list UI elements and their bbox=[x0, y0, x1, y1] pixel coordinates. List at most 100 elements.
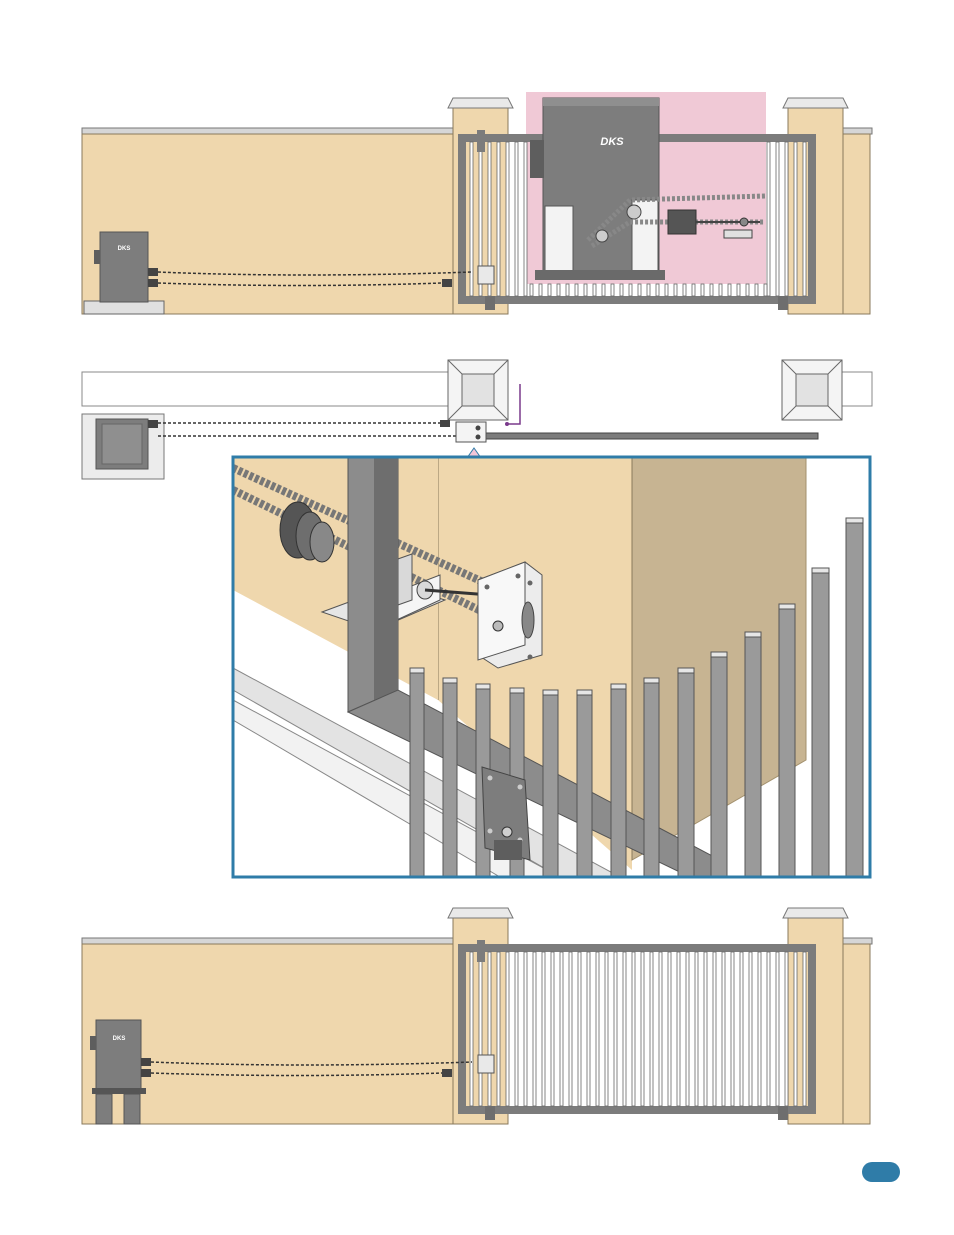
gate-picket bbox=[677, 952, 680, 1106]
gate-picket bbox=[506, 952, 509, 1106]
gate-picket bbox=[749, 952, 752, 1106]
gate-picket bbox=[650, 952, 653, 1106]
gate-picket bbox=[665, 284, 668, 296]
wall-cap-left bbox=[82, 128, 454, 134]
operator-plan bbox=[82, 414, 164, 479]
gate-picket bbox=[722, 952, 725, 1106]
gate-picket-detail bbox=[846, 518, 863, 877]
gate-picket bbox=[638, 284, 641, 296]
pillar-plan-left bbox=[448, 360, 508, 420]
gate-picket bbox=[614, 952, 617, 1106]
gate-picket bbox=[470, 952, 473, 1106]
gate-picket bbox=[803, 142, 806, 296]
gate-picket bbox=[713, 952, 716, 1106]
gate-picket bbox=[560, 952, 563, 1106]
gate-picket bbox=[704, 952, 707, 1106]
chain-bracket-plan bbox=[456, 422, 486, 442]
gate-picket-cap bbox=[644, 678, 659, 683]
gate-picket bbox=[776, 952, 779, 1106]
gate-picket bbox=[746, 284, 749, 296]
gate-picket bbox=[785, 142, 788, 296]
gate-picket bbox=[683, 284, 686, 296]
gate-picket bbox=[569, 952, 572, 1106]
gate-picket bbox=[515, 952, 518, 1106]
gate-picket bbox=[668, 952, 671, 1106]
panel-elevation-pad-mount: DKS DKS bbox=[82, 92, 872, 314]
leader-line bbox=[507, 384, 520, 424]
pillar-cap-left-2 bbox=[448, 908, 513, 918]
gate-picket bbox=[785, 952, 788, 1106]
gate-picket bbox=[695, 952, 698, 1106]
chain-bracket-detail bbox=[478, 562, 542, 668]
pillar-cap-left bbox=[448, 98, 513, 108]
v-groove-wheel-detail bbox=[482, 767, 530, 860]
gate-picket-detail bbox=[812, 568, 829, 877]
concrete-pad bbox=[84, 301, 164, 314]
panel-elevation-post-mount: DKS bbox=[82, 908, 872, 1124]
gate-picket-cap bbox=[443, 678, 457, 683]
idler-assembly bbox=[668, 210, 696, 234]
gate-picket bbox=[593, 284, 596, 296]
gate-picket bbox=[728, 284, 731, 296]
gate-picket-detail bbox=[779, 604, 795, 877]
gate-picket-detail bbox=[678, 668, 694, 877]
gate-picket bbox=[470, 142, 473, 296]
operator-body-small bbox=[100, 232, 148, 302]
gate-picket bbox=[641, 952, 644, 1106]
gate-picket bbox=[506, 142, 509, 296]
gate-picket bbox=[533, 952, 536, 1106]
gate-picket bbox=[758, 952, 761, 1106]
mount-post-left bbox=[96, 1094, 112, 1124]
gate-picket bbox=[767, 952, 770, 1106]
gate-picket bbox=[794, 142, 797, 296]
gate-picket bbox=[692, 284, 695, 296]
gate-picket bbox=[584, 284, 587, 296]
pillar-cap-right-2 bbox=[783, 908, 848, 918]
pillar-cap-right bbox=[783, 98, 848, 108]
chain-bracket-2 bbox=[478, 1055, 494, 1073]
gate-picket-cap bbox=[846, 518, 863, 523]
gate-picket-cap bbox=[779, 604, 795, 609]
gate-picket-cap bbox=[510, 688, 524, 693]
gate-picket bbox=[575, 284, 578, 296]
gate-picket bbox=[674, 284, 677, 296]
wall-right-2 bbox=[840, 944, 870, 1124]
gate-picket bbox=[596, 952, 599, 1106]
gate-picket bbox=[542, 952, 545, 1106]
wall-cap-right bbox=[840, 128, 872, 134]
gate-picket bbox=[566, 284, 569, 296]
gate-pickets-2 bbox=[470, 952, 806, 1106]
gate-picket-detail bbox=[711, 652, 727, 877]
wall-cap-left-2 bbox=[82, 938, 454, 944]
sliding-gate-2 bbox=[462, 940, 812, 1120]
gate-picket bbox=[548, 284, 551, 296]
gate-picket-detail bbox=[644, 678, 659, 877]
wall-plan-left bbox=[82, 372, 450, 406]
gate-picket-cap bbox=[611, 684, 626, 689]
gate-picket bbox=[740, 952, 743, 1106]
panel-detail-chain-bracket bbox=[233, 457, 870, 877]
gate-picket-cap bbox=[812, 568, 829, 573]
gate-picket bbox=[710, 284, 713, 296]
gate-picket bbox=[767, 142, 770, 296]
chain-bracket bbox=[478, 266, 494, 284]
mount-post-right bbox=[124, 1094, 140, 1124]
gate-picket-cap bbox=[476, 684, 490, 689]
gate-picket bbox=[632, 952, 635, 1106]
operator-logo-small: DKS bbox=[118, 246, 131, 252]
gate-picket bbox=[488, 952, 491, 1106]
wall-right bbox=[840, 134, 870, 314]
gate-picket bbox=[497, 142, 500, 296]
gate-picket bbox=[719, 284, 722, 296]
gate-picket bbox=[557, 284, 560, 296]
gate-picket-cap bbox=[577, 690, 592, 695]
gate-picket bbox=[755, 284, 758, 296]
gate-picket bbox=[530, 284, 533, 296]
gate-picket bbox=[701, 284, 704, 296]
gate-picket bbox=[605, 952, 608, 1106]
gate-picket bbox=[647, 284, 650, 296]
gate-picket bbox=[479, 952, 482, 1106]
gate-picket bbox=[524, 142, 527, 296]
gate-picket-detail bbox=[611, 684, 626, 877]
